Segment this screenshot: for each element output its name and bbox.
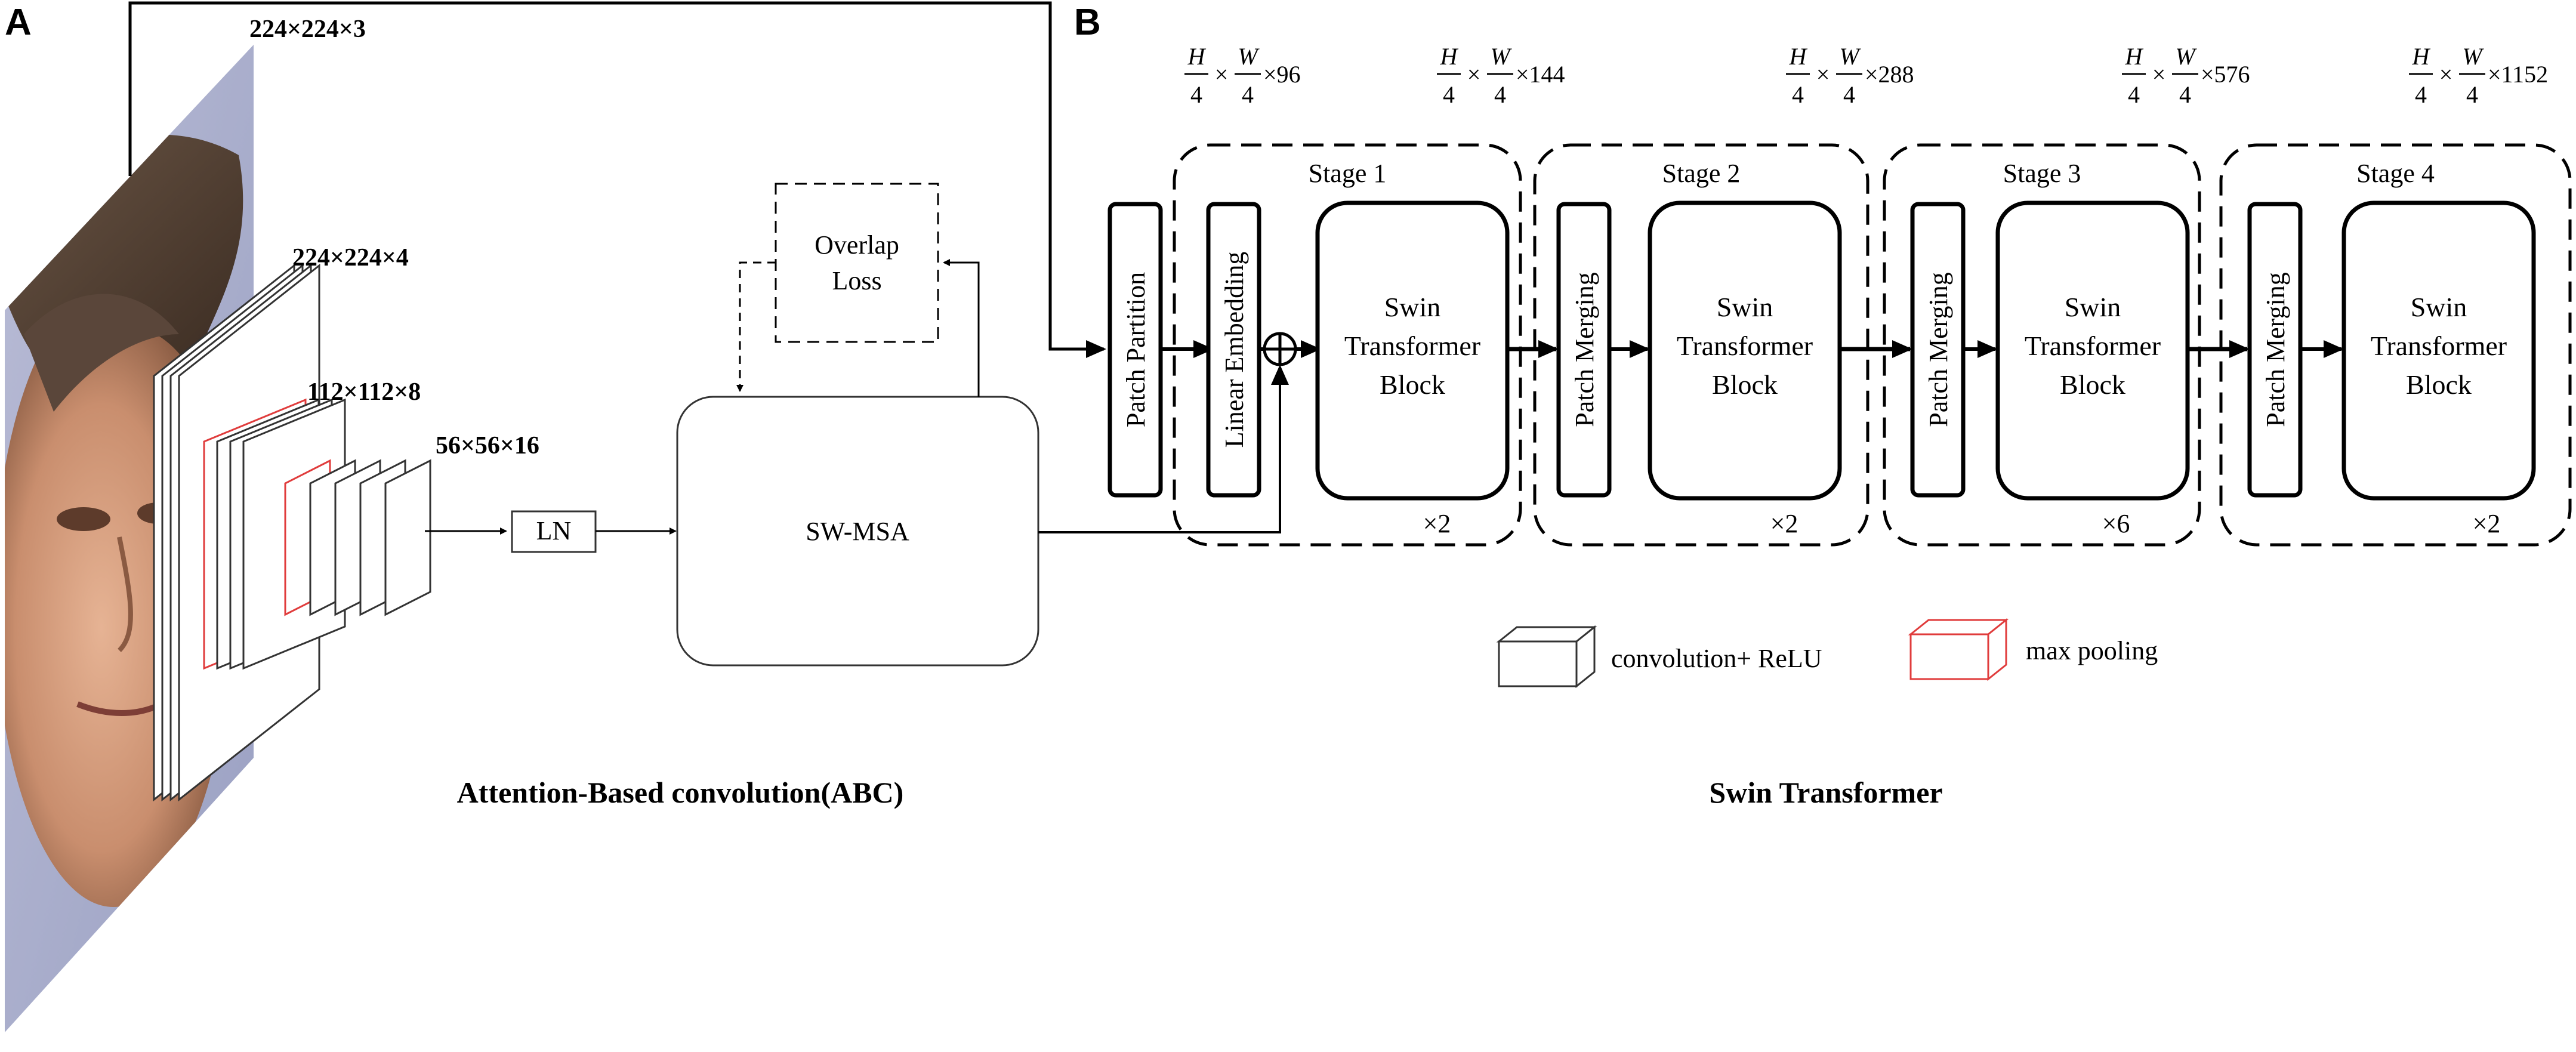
svg-text:×: × — [1467, 61, 1481, 88]
ln-label: LN — [536, 516, 572, 545]
svg-text:4: 4 — [2179, 81, 2191, 108]
arrow-loss-feedback — [736, 261, 776, 392]
overlap-loss-box — [775, 183, 939, 343]
panel-label-a: A — [5, 2, 32, 43]
svg-text:×: × — [1816, 61, 1830, 88]
svg-text:×: × — [2152, 61, 2166, 88]
legend-conv-icon — [1496, 625, 1597, 689]
patch-merging-label: Patch Merging — [1570, 272, 1599, 427]
stage-repeat-1: ×2 — [1423, 509, 1451, 538]
input-skip-connection — [128, 1, 1106, 358]
conv-layer-stack — [153, 263, 431, 802]
svg-text:4: 4 — [1792, 81, 1804, 108]
svg-text:×1152: ×1152 — [2488, 61, 2548, 88]
stage-label-3: Stage 3 — [2003, 159, 2081, 188]
swin-block-label: Block — [2406, 369, 2472, 400]
layer-dims-1: 224×224×4 — [292, 244, 409, 272]
swin-block-label: Block — [1712, 369, 1778, 400]
svg-text:×288: ×288 — [1865, 61, 1914, 88]
svg-text:W: W — [1238, 43, 1260, 70]
svg-text:4: 4 — [1242, 81, 1254, 108]
stage-box-2 — [1533, 143, 1869, 547]
linear-embedding-label: Linear Embedding — [1220, 252, 1249, 448]
svg-text:×576: ×576 — [2201, 61, 2250, 88]
input-dims-label: 224×224×3 — [249, 16, 366, 43]
stage-box-1 — [1173, 143, 1522, 547]
svg-text:W: W — [1490, 43, 1512, 70]
abc-caption: Attention-Based convolution(ABC) — [457, 776, 904, 809]
svg-text:H: H — [2125, 43, 2144, 70]
dims-label-4: H 4 × W 4 ×576 — [2122, 43, 2250, 108]
conv-plane-56 — [384, 459, 431, 616]
dims-label-5: H 4 × W 4 ×1152 — [2409, 43, 2548, 108]
svg-text:W: W — [1839, 43, 1861, 70]
svg-text:4: 4 — [2466, 81, 2478, 108]
svg-text:×: × — [2439, 61, 2453, 88]
svg-text:H: H — [2412, 43, 2431, 70]
legend-conv-cube — [1496, 625, 1597, 689]
layer-dims-2: 112×112×8 — [307, 378, 421, 406]
patch-partition-label: Patch Partition — [1121, 272, 1150, 427]
stage-repeat-2: ×2 — [1770, 509, 1798, 538]
stage-repeat-3: ×6 — [2102, 509, 2130, 538]
stage-box-4 — [2219, 143, 2572, 547]
patch-merging-label: Patch Merging — [2261, 272, 2290, 427]
dims-label-1: H 4 × W 4 ×96 — [1184, 43, 1301, 108]
panel-label-b: B — [1074, 2, 1101, 43]
ln-box — [511, 510, 597, 553]
swin-block-label: Swin — [1384, 292, 1441, 322]
svg-text:H: H — [1440, 43, 1459, 70]
layer-dims-3: 56×56×16 — [436, 432, 539, 459]
overlap-loss-label-2: Loss — [832, 266, 881, 295]
svg-text:4: 4 — [1494, 81, 1506, 108]
swin-block-label: Swin — [2065, 292, 2121, 322]
swin-block-label: Transformer — [2025, 331, 2161, 361]
svg-text:×144: ×144 — [1516, 61, 1565, 88]
legend-pool-label: max pooling — [2026, 636, 2158, 665]
legend-pool-cube — [1908, 618, 2009, 681]
swin-block-label: Transformer — [2371, 331, 2507, 361]
svg-text:4: 4 — [1190, 81, 1202, 108]
svg-text:H: H — [1187, 43, 1207, 70]
attention-label: SW-MSA — [806, 517, 909, 546]
svg-text:H: H — [1789, 43, 1808, 70]
overlap-loss-label-1: Overlap — [815, 230, 899, 260]
svg-text:4: 4 — [2128, 81, 2140, 108]
stage-label-1: Stage 1 — [1309, 159, 1387, 188]
arrow-to-loss — [943, 259, 980, 397]
stage-groups: Stage 1 ×2 Stage 2 ×2 Stage 3 ×6 Stage 4 ×2 — [1173, 143, 2572, 547]
patch-merging-label: Patch Merging — [1924, 272, 1953, 427]
swin-caption: Swin Transformer — [1709, 776, 1942, 809]
stage-label-4: Stage 4 — [2356, 159, 2435, 188]
swin-block-label: Transformer — [1344, 331, 1480, 361]
dims-label-2: H 4 × W 4 ×144 — [1437, 43, 1565, 108]
svg-text:×: × — [1215, 61, 1229, 88]
svg-text:4: 4 — [2415, 81, 2427, 108]
attention-to-adder-arrow — [1038, 365, 1289, 533]
dimension-labels: H 4 × W 4 ×96 H 4 × W 4 ×144 H 4 × W 4 ×288 H 4 × W 4 ×576 H 4 × W 4… — [1184, 43, 2548, 108]
swin-block-label: Block — [2060, 369, 2125, 400]
legend-pool-icon — [1908, 618, 2009, 681]
legend-conv-label: convolution+ ReLU — [1611, 644, 1822, 673]
stage-label-2: Stage 2 — [1662, 159, 1741, 188]
dims-label-3: H 4 × W 4 ×288 — [1786, 43, 1914, 108]
swin-block-label: Transformer — [1677, 331, 1813, 361]
svg-text:4: 4 — [1443, 81, 1455, 108]
stage-repeat-4: ×2 — [2473, 509, 2501, 538]
swin-block-label: Swin — [1717, 292, 1773, 322]
swin-block-label: Block — [1380, 369, 1445, 400]
add-operator-icon — [1263, 332, 1297, 366]
svg-text:4: 4 — [1843, 81, 1855, 108]
svg-text:W: W — [2175, 43, 2197, 70]
swin-block-4 — [2341, 200, 2536, 501]
svg-text:×96: ×96 — [1263, 61, 1301, 88]
legend: convolution+ ReLU max pooling — [1496, 618, 2158, 689]
swin-block-label: Swin — [2411, 292, 2467, 322]
svg-text:W: W — [2462, 43, 2484, 70]
